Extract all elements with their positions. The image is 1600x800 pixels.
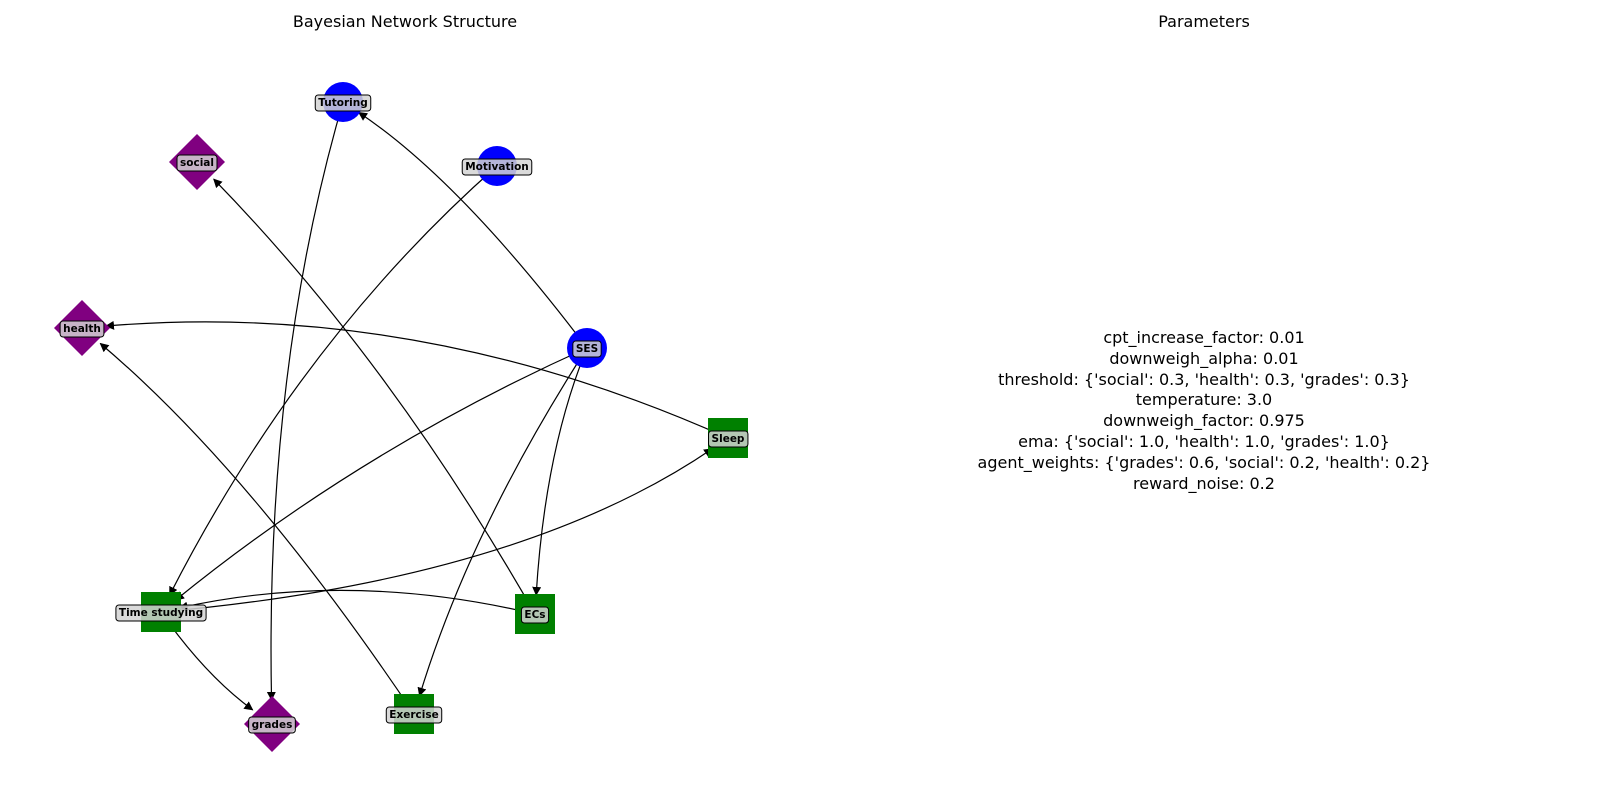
svg-text:grades: grades: [252, 719, 293, 731]
edge-SES-to-Tutoring: [358, 112, 588, 349]
param-line: downweigh_factor: 0.975: [1103, 411, 1305, 431]
edge-TimeStudying-to-Sleep: [160, 448, 714, 613]
param-line: downweigh_alpha: 0.01: [1109, 348, 1299, 368]
svg-text:ECs: ECs: [524, 609, 545, 621]
param-line: cpt_increase_factor: 0.01: [1103, 328, 1305, 347]
svg-text:SES: SES: [576, 343, 598, 355]
svg-text:Time studying: Time studying: [119, 607, 203, 619]
edge-Exercise-to-health: [99, 342, 415, 715]
svg-text:Exercise: Exercise: [389, 709, 438, 721]
param-line: ema: {'social': 1.0, 'health': 1.0, 'gra…: [1018, 431, 1390, 451]
node-label-health: health: [59, 320, 105, 338]
nodes-layer: [54, 82, 748, 752]
node-label-Tutoring: Tutoring: [314, 94, 372, 112]
edge-ECs-to-TimeStudying: [178, 589, 536, 615]
param-line: temperature: 3.0: [1135, 390, 1273, 410]
node-label-Sleep: Sleep: [708, 430, 749, 448]
param-line: reward_noise: 0.2: [1133, 473, 1275, 493]
edge-SES-to-Exercise: [417, 347, 588, 697]
node-label-Exercise: Exercise: [385, 706, 443, 724]
edges-layer: [99, 101, 729, 715]
graph-title: Bayesian Network Structure: [292, 12, 518, 31]
param-line: threshold: {'social': 0.3, 'health': 0.3…: [998, 369, 1410, 389]
edge-Motivation-to-TimeStudying: [169, 165, 498, 596]
edge-SES-to-TimeStudying: [175, 347, 588, 601]
node-label-ECs: ECs: [520, 606, 550, 624]
node-label-grades: grades: [248, 716, 296, 734]
node-label-social: social: [176, 154, 218, 172]
parameters-title: Parameters: [1158, 12, 1250, 31]
svg-text:Tutoring: Tutoring: [318, 97, 368, 109]
svg-text:Motivation: Motivation: [465, 161, 529, 173]
node-label-TimeStudying: Time studying: [115, 604, 207, 622]
node-label-Motivation: Motivation: [461, 158, 533, 176]
node-label-SES: SES: [572, 340, 602, 358]
param-line: agent_weights: {'grades': 0.6, 'social':…: [977, 452, 1431, 472]
edge-Sleep-to-health: [105, 320, 729, 439]
edge-SES-to-ECs: [532, 347, 588, 596]
svg-text:Sleep: Sleep: [712, 433, 745, 445]
svg-text:health: health: [63, 323, 101, 335]
edge-Tutoring-to-grades: [266, 101, 344, 701]
edge-ECs-to-social: [213, 178, 536, 615]
svg-text:social: social: [180, 157, 214, 169]
parameters-list: cpt_increase_factor: 0.01 downweigh_alph…: [978, 328, 1431, 494]
